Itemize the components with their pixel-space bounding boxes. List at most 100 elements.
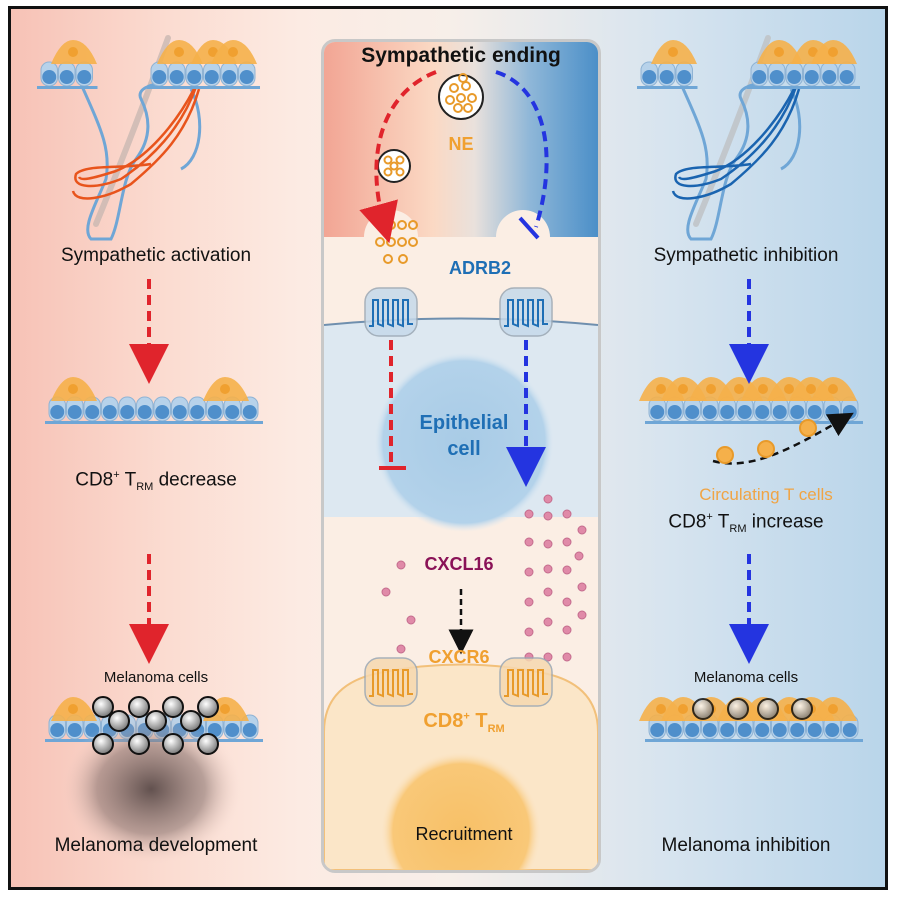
cxcr6-label: CXCR6 [428, 647, 490, 667]
epithelial-membrane [324, 317, 598, 326]
right-step2-label: CD8+ TRM increase [611, 511, 881, 535]
cxcl16-molecule [562, 509, 572, 519]
ne-molecule [395, 167, 405, 177]
cxcl16-molecule [562, 565, 572, 575]
inhibition-arc [495, 70, 549, 228]
left-trm-cell [51, 377, 97, 401]
right-epidermis-large [747, 61, 860, 89]
left-step1-label: Sympathetic activation [60, 245, 252, 266]
cxcl16-molecule [562, 652, 572, 662]
left-trm-cell [51, 40, 97, 64]
ne-molecule [397, 220, 407, 230]
cxcl16-molecule [543, 652, 553, 662]
ne-molecule [375, 220, 385, 230]
ne-molecule [397, 237, 407, 247]
cxcl16-molecule [577, 525, 587, 535]
melanoma-cell [128, 696, 150, 718]
cxcl16-molecule [396, 560, 406, 570]
cd8-trm-t: T [469, 710, 488, 732]
circulating-t-cells [712, 412, 854, 465]
cxcl16-molecule [543, 511, 553, 521]
cxcr6-receptor [364, 657, 418, 707]
ne-molecule [408, 237, 418, 247]
ne-molecule [408, 220, 418, 230]
ne-molecule [375, 237, 385, 247]
melanoma-cell [197, 733, 219, 755]
ne-molecule [445, 95, 455, 105]
left-step2-t: T [119, 469, 137, 491]
cd8-trm-label: CD8+ TRM [364, 710, 564, 735]
cxcl16-molecule [524, 537, 534, 547]
adrb2-receptor [499, 287, 553, 337]
cxcl16-molecule [543, 587, 553, 597]
left-epidermis-large [147, 61, 260, 89]
melanoma-cell [92, 733, 114, 755]
cd8-trm-sub: RM [487, 723, 505, 735]
right-trm-cell [757, 40, 803, 64]
right-step2-cd8: CD8 [668, 511, 707, 533]
ne-molecule [458, 73, 468, 83]
melanoma-cell [791, 698, 813, 720]
ne-molecule [453, 103, 463, 113]
melanoma-cell [180, 710, 202, 732]
cxcl16-molecule [574, 551, 584, 561]
adrb2-receptor [364, 287, 418, 337]
right-epidermis-small [637, 61, 698, 89]
epithelial-nucleus [374, 352, 554, 532]
ne-molecule [449, 83, 459, 93]
recruitment-label: Recruitment [415, 824, 513, 844]
cd8-trm-prefix: CD8 [423, 710, 464, 732]
right-trm-cell [811, 697, 857, 721]
right-step2-sub: RM [729, 523, 747, 536]
left-step2-label: CD8+ TRM decrease [21, 469, 291, 493]
ne-molecule [456, 93, 466, 103]
right-step3-label: Melanoma inhibition [661, 835, 831, 856]
cxcl16-molecule [577, 582, 587, 592]
right-trm-cell [651, 40, 697, 64]
ne-molecule [463, 103, 473, 113]
right-trm-cell [811, 377, 857, 401]
cxcl16-molecule [562, 537, 572, 547]
left-step2-cd8: CD8 [75, 469, 114, 491]
cxcl16-label: CXCL16 [424, 554, 494, 574]
center-mechanism-panel: Sympathetic ending NE ADRB2 Epithelial c… [321, 39, 601, 873]
cxcl16-molecule [543, 617, 553, 627]
right-step1-label: Sympathetic inhibition [653, 245, 839, 266]
melanoma-cell [727, 698, 749, 720]
adrb2-label: ADRB2 [448, 258, 511, 278]
ne-molecule [386, 220, 396, 230]
melanoma-cell [757, 698, 779, 720]
melanoma-cell [162, 696, 184, 718]
left-step2-suffix: decrease [153, 469, 237, 491]
left-step3-label: Melanoma development [54, 835, 258, 856]
activation-arc [359, 70, 437, 244]
left-trm-cell [157, 40, 203, 64]
melanoma-cell [162, 733, 184, 755]
ne-molecule [395, 155, 405, 165]
trm-nucleus [381, 752, 541, 870]
cd8-trm-sup: + [463, 710, 470, 723]
figure-artwork [37, 35, 863, 864]
inhibition-bar [518, 216, 540, 240]
melanoma-cell [128, 733, 150, 755]
cxcl16-molecule [524, 509, 534, 519]
left-trm-cell [203, 377, 249, 401]
ne-molecule [383, 254, 393, 264]
cxcl16-molecule [524, 597, 534, 607]
left-trm-cell [211, 40, 257, 64]
melanoma-cell [692, 698, 714, 720]
circulating-t-cells-label: Circulating T cells [699, 485, 833, 504]
cxcl16-molecule [543, 539, 553, 549]
left-epidermis-small [37, 61, 98, 89]
cxcl16-molecule [406, 615, 416, 625]
cxcl16-molecule [396, 644, 406, 654]
left-trm-cell [51, 697, 97, 721]
ne-molecule [398, 254, 408, 264]
sympathetic-ending [324, 42, 598, 237]
epithelial-cell-label: Epithelial cell [364, 410, 564, 462]
ne-molecule [389, 161, 399, 171]
cxcl16-molecule [381, 587, 391, 597]
figure-frame: Sympathetic activation CD8+ TRM decrease… [8, 6, 888, 890]
ne-molecule [386, 237, 396, 247]
right-step2-suffix: increase [746, 511, 824, 533]
